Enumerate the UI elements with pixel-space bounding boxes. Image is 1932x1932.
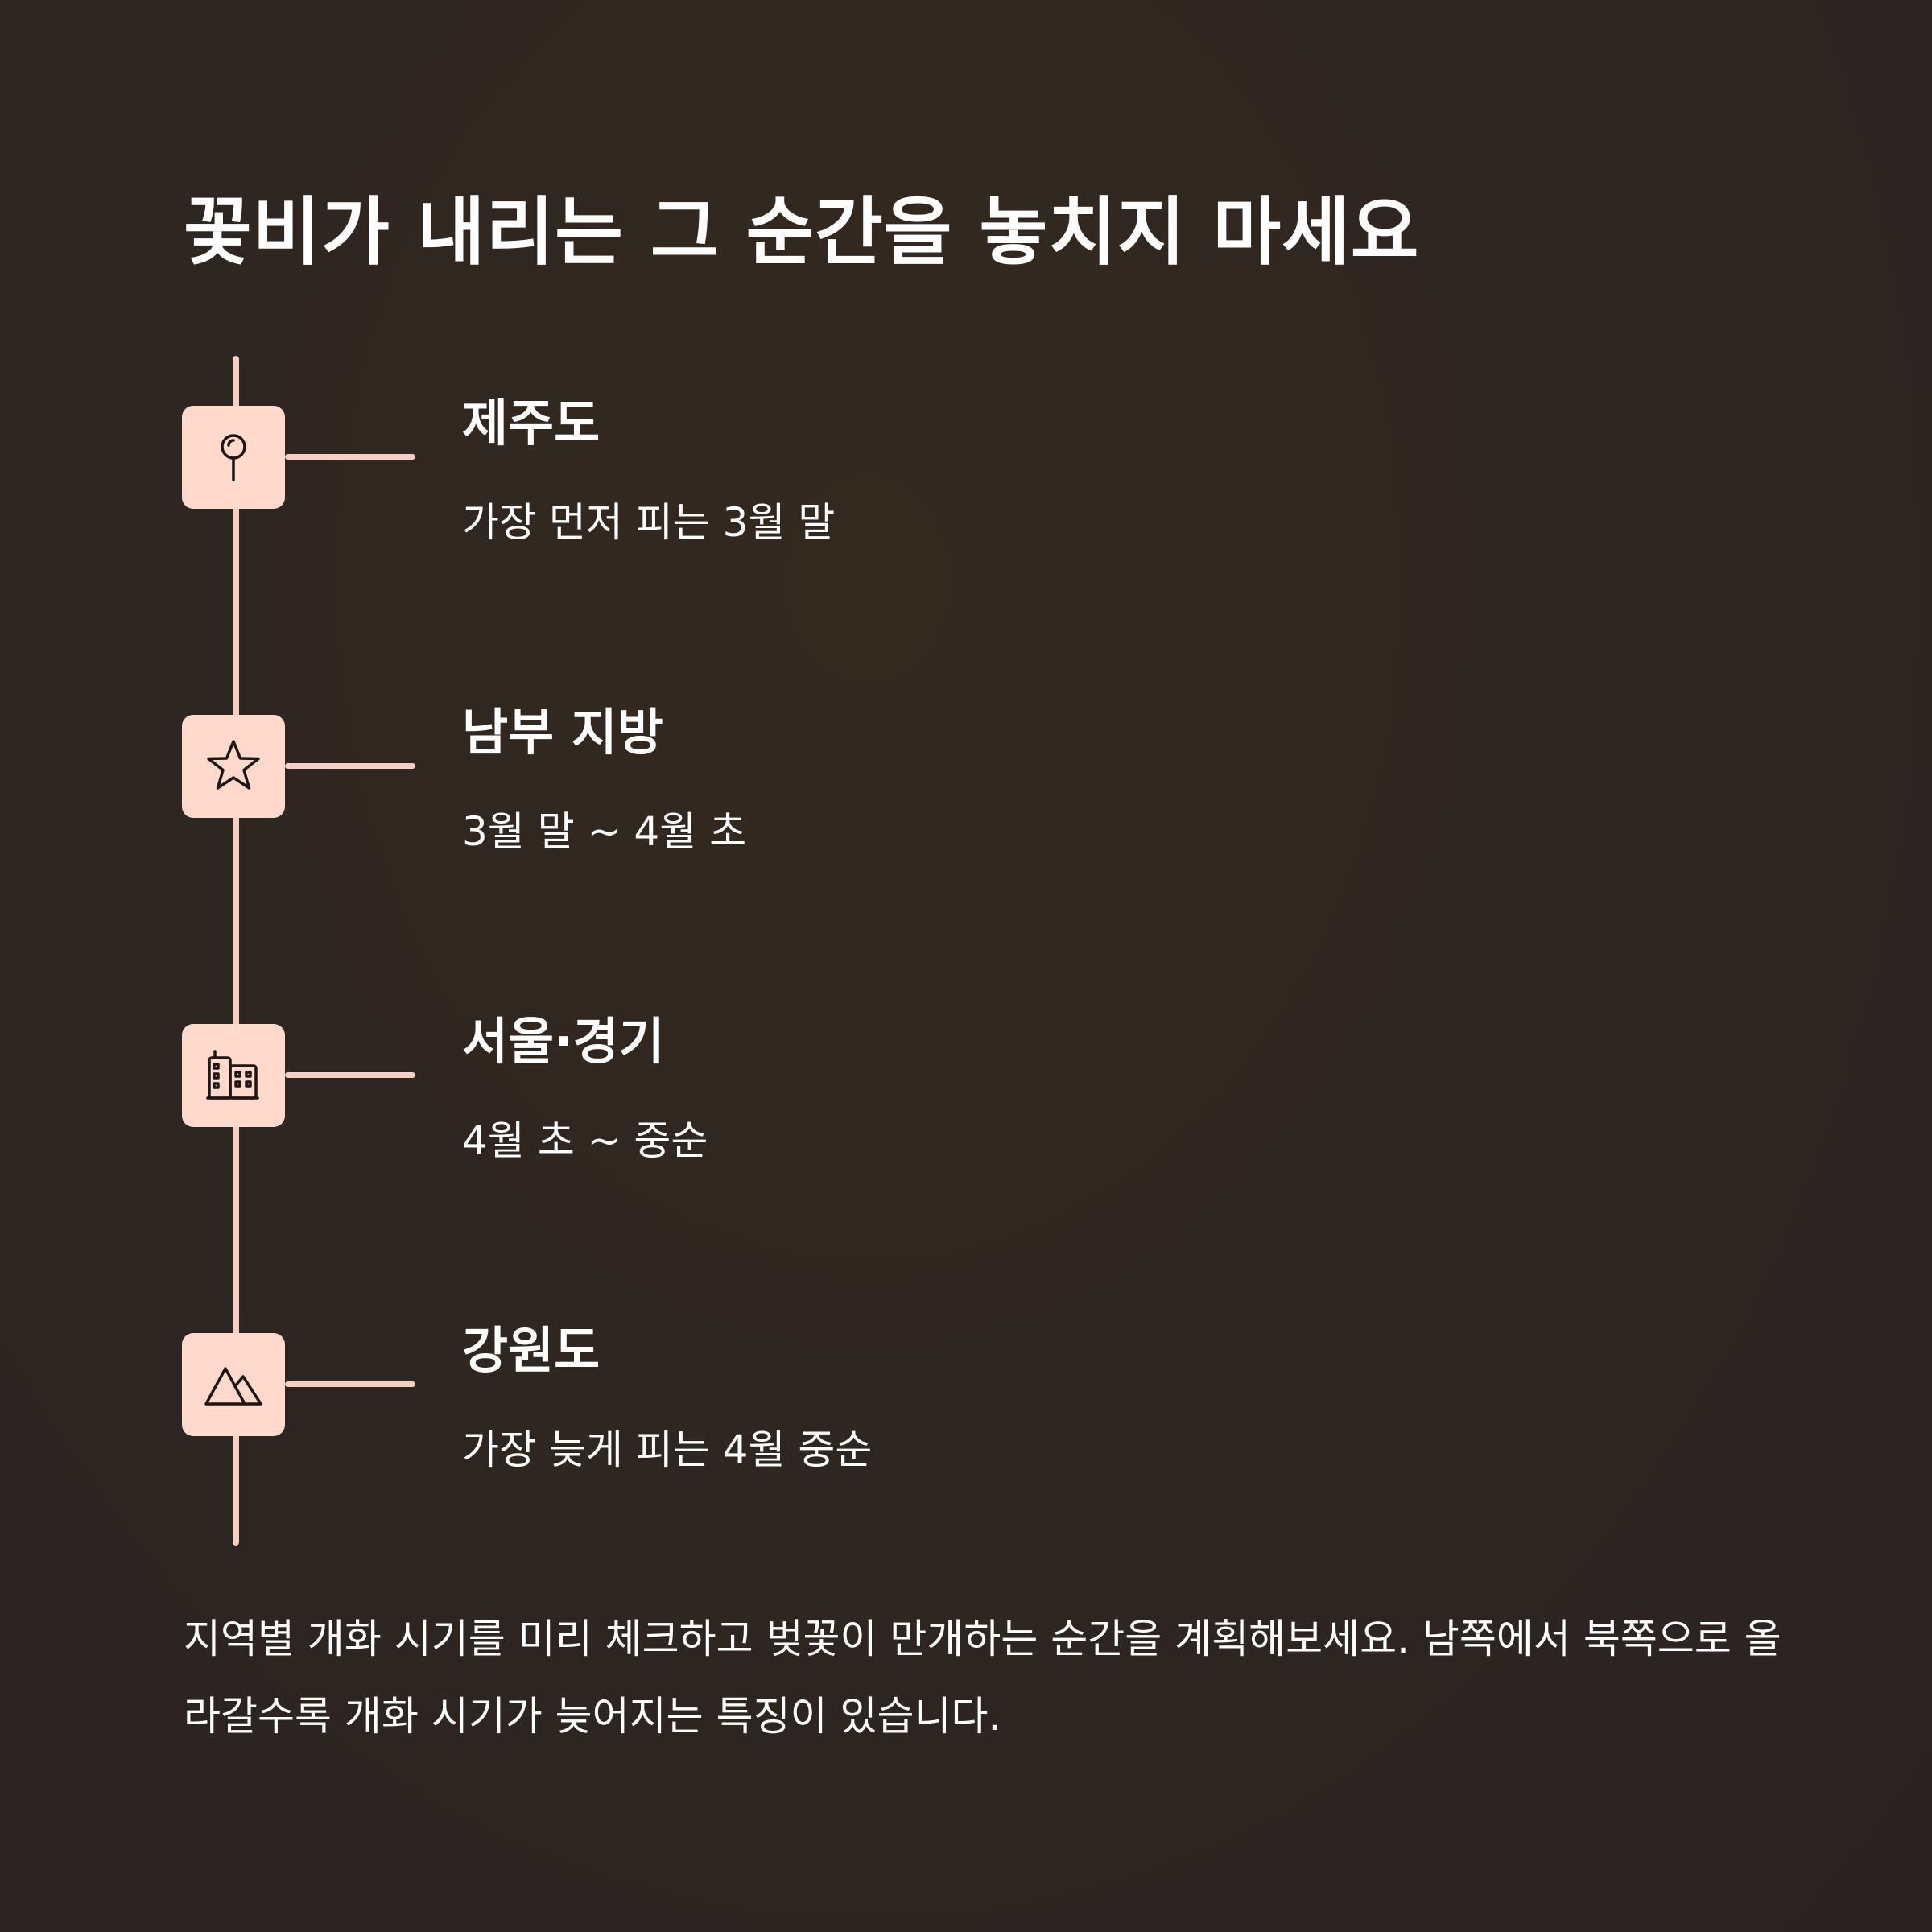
star-icon: [182, 715, 285, 818]
timeline-connector: [285, 454, 415, 460]
map-pin-icon: [182, 406, 285, 509]
timeline-item-gangwon: 강원도 가장 늦게 피는 4월 중순: [0, 1323, 1932, 1526]
timeline-item-south: 남부 지방 3월 말 ~ 4월 초: [0, 704, 1932, 908]
timeline-line: [233, 356, 239, 1546]
mountain-icon: [182, 1333, 285, 1436]
footer-description: 지역별 개화 시기를 미리 체크하고 벚꽃이 만개하는 순간을 계획해보세요. …: [184, 1616, 1781, 1740]
region-name: 강원도: [462, 1321, 601, 1380]
buildings-icon: [182, 1024, 285, 1127]
timeline-connector: [285, 1072, 415, 1078]
region-period: 3월 말 ~ 4월 초: [462, 808, 747, 855]
region-period: 가장 늦게 피는 4월 중순: [462, 1426, 873, 1473]
region-period: 가장 먼저 피는 3월 말: [462, 499, 836, 546]
page-title: 꽃비가 내리는 그 순간을 놓치지 마세요: [184, 189, 1420, 275]
timeline-item-jeju: 제주도 가장 먼저 피는 3월 말: [0, 395, 1932, 599]
region-period: 4월 초 ~ 중순: [462, 1117, 708, 1164]
region-name: 서울·경기: [462, 1012, 665, 1071]
region-name: 남부 지방: [462, 703, 663, 762]
timeline-connector: [285, 763, 415, 769]
timeline-item-seoul: 서울·경기 4월 초 ~ 중순: [0, 1013, 1932, 1217]
timeline-connector: [285, 1381, 415, 1387]
region-name: 제주도: [462, 394, 601, 452]
